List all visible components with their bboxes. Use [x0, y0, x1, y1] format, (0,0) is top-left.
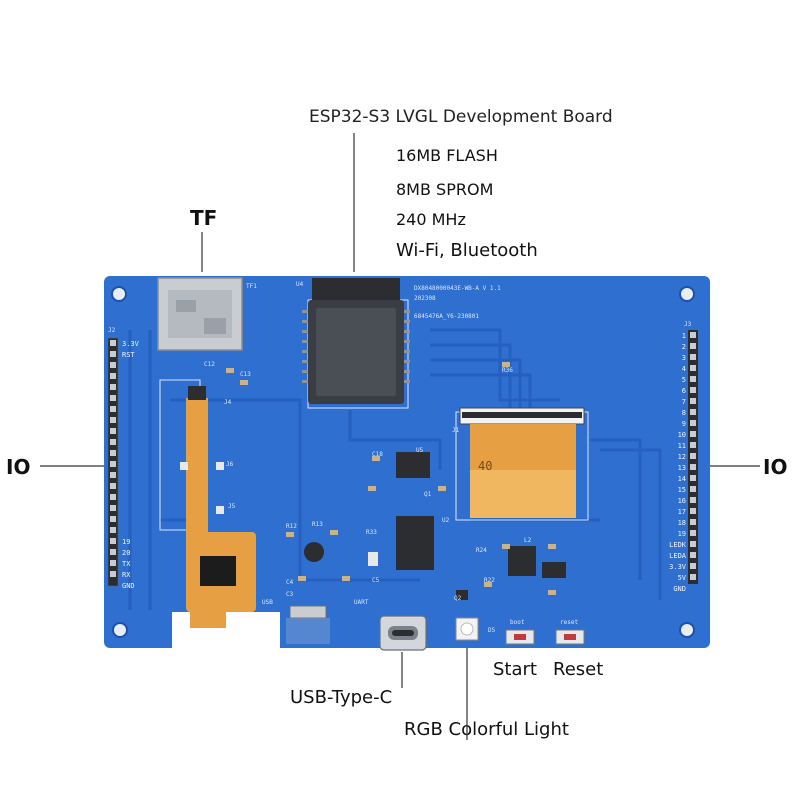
silk-r22: R22 [484, 577, 495, 584]
silk-l2: L2 [524, 537, 532, 544]
silk-j3: J3 [684, 321, 692, 328]
micro-usb-port [286, 605, 330, 644]
svg-text:2: 2 [682, 343, 686, 351]
io-right-label: IO [763, 455, 788, 479]
fpc-mark-label: 40 [478, 459, 492, 473]
svg-text:14: 14 [678, 475, 686, 483]
spec-wireless: Wi-Fi, Bluetooth [396, 240, 538, 261]
svg-text:3: 3 [682, 354, 686, 362]
silk-j4: J4 [224, 399, 232, 406]
tf-label: TF [190, 206, 218, 230]
silk-uart: UART [354, 599, 369, 606]
rgb-light-label: RGB Colorful Light [404, 719, 569, 740]
silk-j2: J2 [108, 327, 116, 334]
silk-d5: D5 [488, 627, 496, 634]
boot-button [505, 629, 535, 645]
tf-card-slot [157, 277, 243, 351]
esp32-module [302, 278, 410, 404]
reset-label: Reset [553, 659, 604, 680]
svg-text:1: 1 [682, 332, 686, 340]
svg-text:11: 11 [678, 442, 686, 450]
silk-u5: U5 [416, 447, 424, 454]
svg-text:17: 17 [678, 508, 686, 516]
touch-flex-cable [186, 386, 256, 628]
callout-lines [40, 133, 760, 740]
silk-j1: J1 [452, 427, 460, 434]
silk-c18: C18 [372, 451, 383, 458]
silk-u2: U2 [442, 517, 450, 524]
silk-q2: Q2 [454, 595, 462, 602]
mounting-holes [111, 286, 695, 638]
left-pin-header-pads [110, 340, 116, 577]
io-left-label: IO [6, 455, 31, 479]
rgb-led [455, 617, 479, 641]
left-pin-label: TX [122, 560, 131, 568]
svg-text:9: 9 [682, 420, 686, 428]
silk-reset: reset [560, 619, 578, 626]
silk-r24: R24 [476, 547, 487, 554]
silk-r33: R33 [366, 529, 377, 536]
svg-text:LEDA: LEDA [669, 552, 687, 560]
left-pin-label: GND [122, 582, 135, 590]
silk-c5: C5 [372, 577, 380, 584]
silk-u4: U4 [296, 281, 304, 288]
silk-c3: C3 [286, 591, 294, 598]
svg-text:18: 18 [678, 519, 686, 527]
spec-frequency: 240 MHz [396, 210, 466, 229]
silk-tf1: TF1 [246, 283, 257, 290]
spec-psram: 8MB SPROM [396, 180, 494, 199]
svg-text:16: 16 [678, 497, 686, 505]
right-pin-header-pads [690, 332, 696, 580]
svg-text:5V: 5V [678, 574, 687, 582]
silk-c12: C12 [204, 361, 215, 368]
silk-usb: USB [262, 599, 273, 606]
svg-text:12: 12 [678, 453, 686, 461]
fpc-connector: 40 [459, 407, 585, 518]
svg-text:10: 10 [678, 431, 686, 439]
board-title: ESP32-S3 LVGL Development Board [309, 107, 613, 127]
silk-j5: J5 [228, 503, 236, 510]
silk-c4: C4 [286, 579, 294, 586]
right-pin-labels: 1 2 3 4 5 6 7 8 9 10 11 12 13 14 15 16 1… [669, 332, 687, 593]
left-pin-label: 20 [122, 549, 130, 557]
silk-r36: R36 [502, 367, 513, 374]
left-pin-label: 19 [122, 538, 130, 546]
silk-r12: R12 [286, 523, 297, 530]
svg-text:3.3V: 3.3V [669, 563, 687, 571]
svg-text:8: 8 [682, 409, 686, 417]
svg-text:13: 13 [678, 464, 686, 472]
usb-type-c-label: USB-Type-C [290, 687, 393, 708]
left-pin-labels: 3.3V RST 19 20 TX RX GND [122, 340, 140, 590]
svg-text:7: 7 [682, 398, 686, 406]
silk-boot: boot [510, 619, 525, 626]
spec-flash: 16MB FLASH [396, 146, 498, 165]
silk-q1: Q1 [424, 491, 432, 498]
silk-j6: J6 [226, 461, 234, 468]
svg-text:5: 5 [682, 376, 686, 384]
svg-text:GND: GND [673, 585, 686, 593]
silk-r13: R13 [312, 521, 323, 528]
start-label: Start [493, 659, 537, 680]
left-pin-label: 3.3V [122, 340, 140, 348]
svg-text:4: 4 [682, 365, 686, 373]
left-pin-label: RX [122, 571, 131, 579]
silk-date: 202308 [414, 295, 436, 302]
smd-components [180, 362, 566, 600]
svg-text:15: 15 [678, 486, 686, 494]
svg-text:19: 19 [678, 530, 686, 538]
silk-serial: 6845476A_Y6-230801 [414, 313, 479, 320]
reset-button [555, 629, 585, 645]
svg-text:6: 6 [682, 387, 686, 395]
svg-text:LEDK: LEDK [669, 541, 687, 549]
silk-c13: C13 [240, 371, 251, 378]
silk-model: DX8048000043E-WB-A V 1.1 [414, 285, 501, 292]
left-pin-label: RST [122, 351, 135, 359]
usb-type-c-port [379, 615, 427, 651]
